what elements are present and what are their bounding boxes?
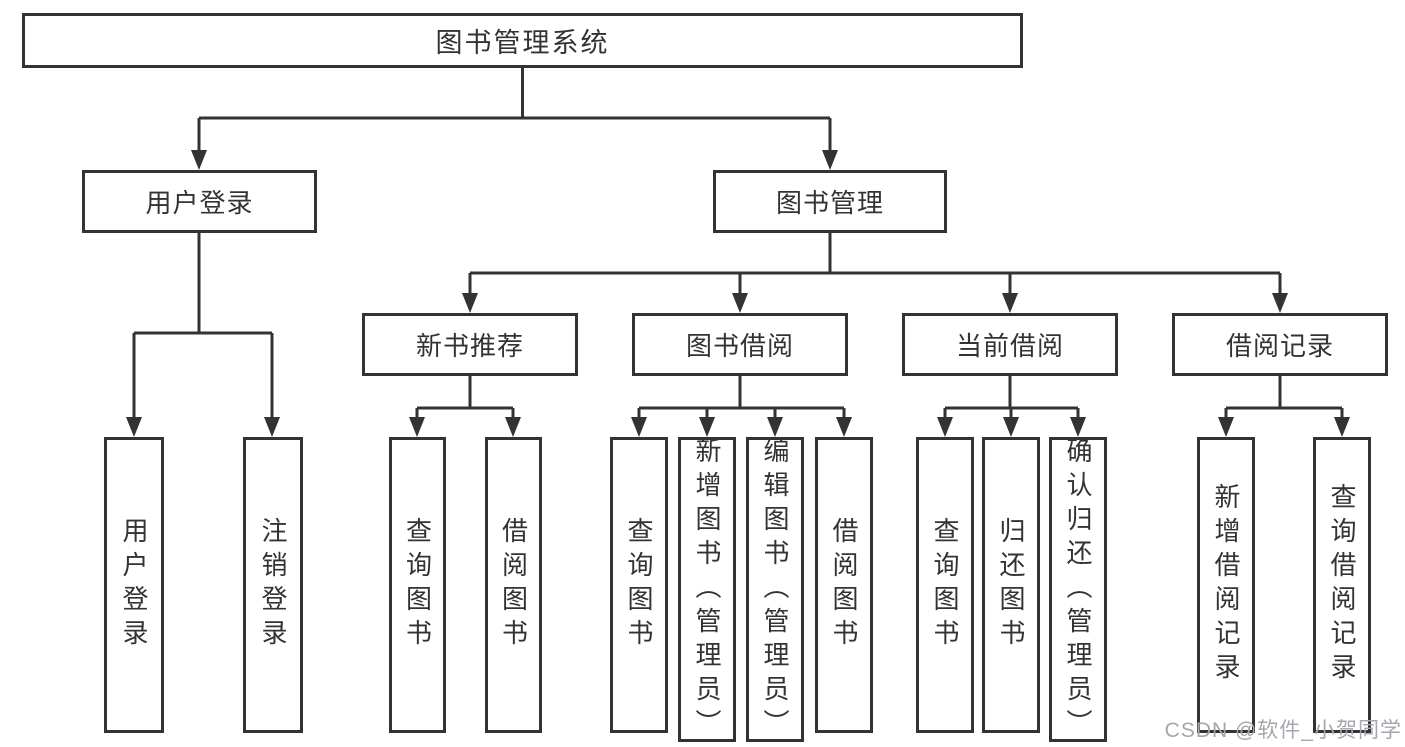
node-label: 图书借阅: [685, 331, 794, 361]
node-label: 借阅记录: [1225, 331, 1334, 361]
leaf-newbooks-borrow-books: 借阅图书: [485, 437, 542, 733]
node-current-borrowing: 当前借阅: [902, 313, 1118, 376]
connector-lines: [132, 68, 1344, 420]
node-label: 用户登录: [145, 188, 254, 218]
leaf-newbooks-query-books: 查询图书: [389, 437, 446, 733]
leaf-label: 查询借阅记录: [1327, 483, 1357, 687]
node-root-system: 图书管理系统: [22, 13, 1023, 68]
leaf-label: 用户登录: [119, 517, 149, 653]
node-label: 图书管理: [775, 188, 884, 218]
leaf-label: 查询图书: [930, 517, 960, 653]
leaf-borrowing-add-books-admin: 新增图书（管理员）: [678, 436, 736, 743]
node-borrowing-records: 借阅记录: [1172, 313, 1388, 376]
leaf-label: 查询图书: [402, 517, 433, 653]
leaf-label: 新增图书（管理员）: [692, 436, 722, 743]
leaf-label: 归还图书: [996, 517, 1026, 653]
node-new-book-recommend: 新书推荐: [362, 313, 578, 376]
leaf-label: 编辑图书（管理员）: [760, 436, 790, 743]
node-root-label: 图书管理系统: [435, 28, 610, 58]
leaf-records-add-record: 新增借阅记录: [1197, 437, 1255, 733]
leaf-current-query-books: 查询图书: [916, 437, 974, 733]
leaf-records-query-record: 查询借阅记录: [1313, 437, 1371, 733]
node-book-borrowing: 图书借阅: [632, 313, 848, 376]
leaf-label: 借阅图书: [498, 517, 529, 653]
leaf-borrowing-query-books: 查询图书: [610, 437, 668, 733]
node-label: 当前借阅: [955, 331, 1064, 361]
leaf-label: 查询图书: [624, 517, 654, 653]
leaf-label: 新增借阅记录: [1211, 483, 1241, 687]
leaf-borrowing-edit-books-admin: 编辑图书（管理员）: [746, 436, 804, 743]
leaf-label: 借阅图书: [829, 517, 859, 653]
leaf-label: 确认归还（管理员）: [1063, 436, 1093, 743]
node-label: 新书推荐: [415, 331, 524, 361]
leaf-current-confirm-return-admin: 确认归还（管理员）: [1049, 436, 1107, 743]
arrow-down-icons: [126, 150, 1350, 437]
leaf-current-return-books: 归还图书: [982, 437, 1040, 733]
csdn-watermark: CSDN @软件_小贺同学: [1164, 719, 1402, 742]
leaf-logout: 注销登录: [243, 437, 303, 733]
leaf-borrowing-borrow-books: 借阅图书: [815, 437, 873, 733]
node-book-management: 图书管理: [713, 170, 947, 233]
leaf-user-login: 用户登录: [104, 437, 164, 733]
node-user-login: 用户登录: [82, 170, 317, 233]
leaf-label: 注销登录: [258, 517, 288, 653]
